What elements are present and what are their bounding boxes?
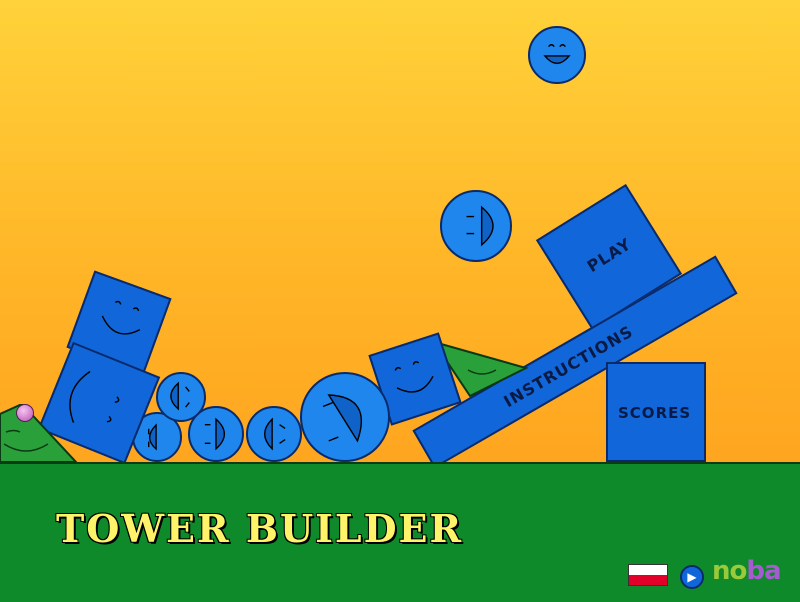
noba-logo[interactable]: noba <box>712 556 782 586</box>
smiley-face-icon <box>394 361 434 393</box>
smiley-face-icon <box>69 370 120 423</box>
smiley-face-icon <box>322 394 363 443</box>
smiley-face-icon <box>466 205 494 247</box>
smiley-face-icon <box>543 44 571 65</box>
smiley-ball-top <box>528 26 586 84</box>
smiley-face-icon <box>264 417 286 451</box>
pink-ball-icon <box>16 404 34 422</box>
smiley-ball-small-3 <box>246 406 302 462</box>
smiley-ball-small-4 <box>156 372 206 422</box>
green-triangle-block-left <box>0 404 78 462</box>
smiley-ball-large <box>300 372 390 462</box>
scores-button[interactable]: SCORES <box>606 362 706 462</box>
smiley-face-icon <box>101 300 141 335</box>
smiley-square-ramp <box>368 332 462 426</box>
game-title: TOWER BUILDER <box>56 506 464 551</box>
play-label: PLAY <box>583 234 635 276</box>
smiley-square-top-left <box>66 270 172 376</box>
smiley-face-icon <box>148 423 157 451</box>
green-triangle-block-mid <box>431 340 529 398</box>
scores-label: SCORES <box>618 404 692 422</box>
smiley-face-icon <box>170 381 190 411</box>
smiley-ball-mid <box>440 190 512 262</box>
poland-flag-icon[interactable] <box>628 564 668 586</box>
smiley-face-icon <box>204 417 226 451</box>
speaker-icon[interactable]: ▶ <box>680 565 704 589</box>
smiley-square-bottom-left <box>37 341 161 465</box>
